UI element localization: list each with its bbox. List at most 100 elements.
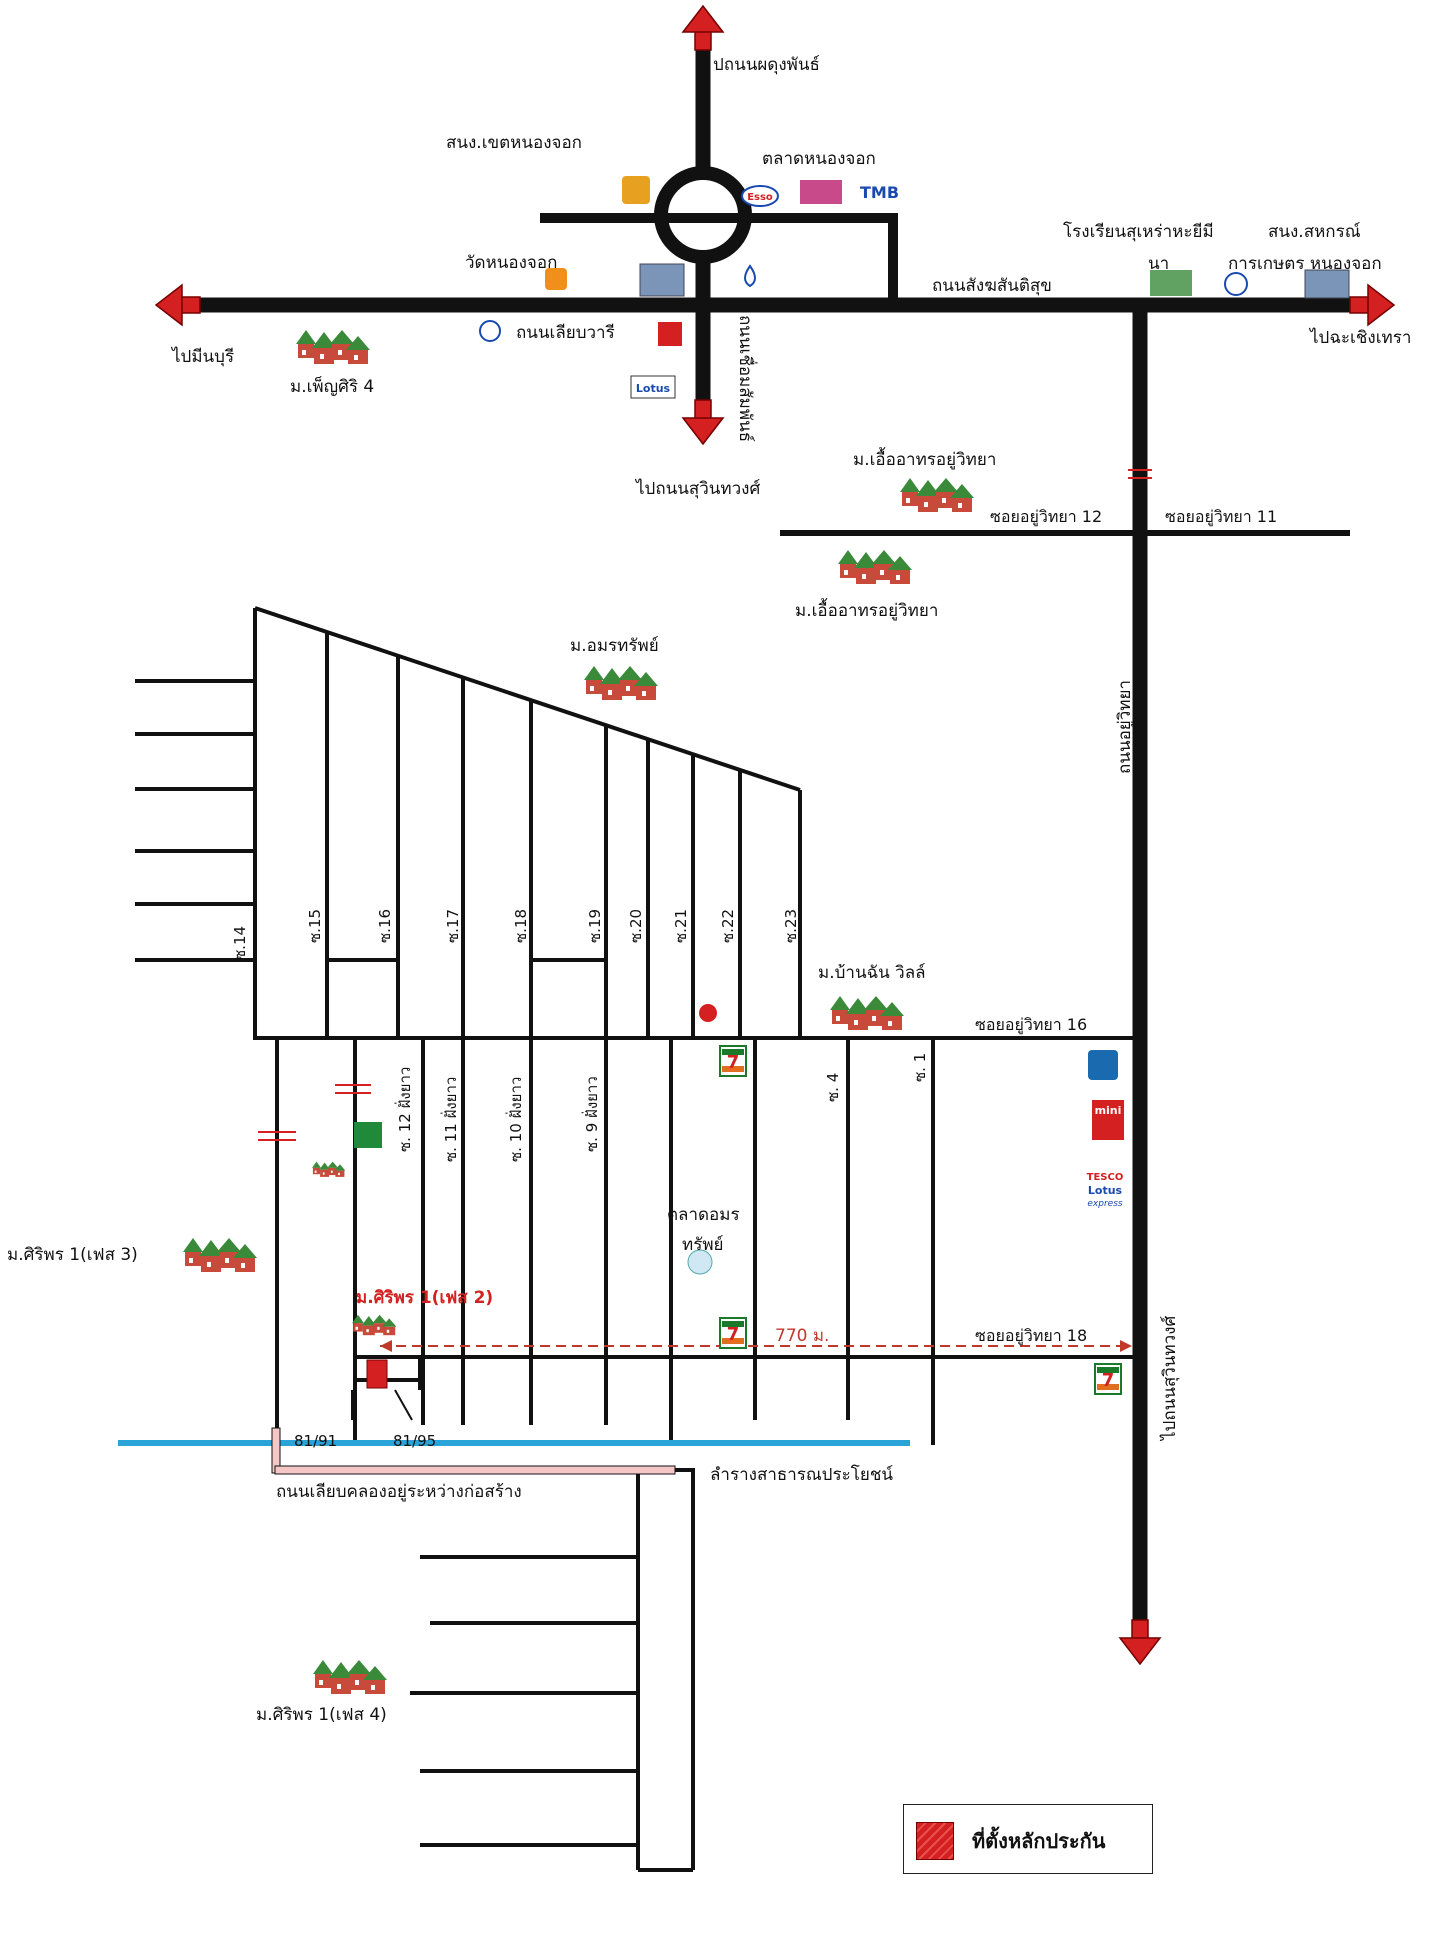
label-cross-vertical: ถนนเชื่อมสัมพันธ์: [735, 315, 758, 442]
label-yw16: ซอยอยู่วิทยา 16: [975, 1015, 1087, 1035]
coop-icon: [1224, 272, 1248, 296]
label-s23: ซ.23: [782, 909, 800, 943]
arrow-south: [682, 399, 724, 445]
pharmacy-icon: [1088, 1050, 1118, 1080]
coop-building-icon: [1304, 269, 1350, 299]
lotus-express-label: Lotus: [1088, 1184, 1123, 1197]
label-leab-wari: ถนนเลียบวารี: [516, 323, 615, 343]
label-uea-arthon1: ม.เอื้ออาทรอยู่วิทยา: [853, 447, 996, 470]
mini-c-icon: [1092, 1100, 1124, 1140]
label-west: ไปมีนบุรี: [170, 346, 234, 367]
label-house-a: 81/91: [294, 1432, 337, 1450]
tmb-label: TMB: [860, 183, 899, 202]
label-ban-chan-villa: ม.บ้านฉัน วิลล์: [818, 963, 926, 983]
village-ban-chan-icon: [830, 996, 904, 1030]
legend-swatch: [916, 1822, 954, 1860]
label-yu-witthaya: ถนนอยู่วิทยา: [1115, 680, 1135, 774]
secondary-roads: [540, 213, 898, 305]
label-coop2: การเกษตร หนองจอก: [1228, 254, 1382, 274]
label-s19: ซ.19: [586, 909, 604, 943]
express-label: express: [1087, 1199, 1123, 1209]
village-uea-arthon2-icon: [838, 550, 912, 584]
collateral-marker: [366, 1359, 388, 1389]
label-yw18: ซอยอยู่วิทยา 18: [975, 1326, 1087, 1346]
village-amorn-icon: [584, 666, 658, 700]
distance-arrow-right: [1120, 1340, 1132, 1352]
village-small-icon: [312, 1161, 346, 1177]
label-uea-arthon2: ม.เอื้ออาทรอยู่วิทยา: [795, 598, 938, 621]
label-na: นา: [1148, 254, 1169, 274]
label-east: ไปฉะเชิงเทรา: [1308, 327, 1411, 348]
label-s1: ซ. 1: [911, 1053, 929, 1082]
bridge-mark-a: [335, 1084, 371, 1094]
building-icon: [639, 263, 685, 297]
canal-road: [271, 1427, 695, 1870]
label-s16: ซ.16: [376, 909, 394, 943]
legend-label: ที่ตั้งหลักประกัน: [972, 1829, 1106, 1853]
label-wat: วัดหนองจอก: [465, 253, 557, 273]
label-south: ไปถนนสุวินทวงศ์: [634, 478, 760, 499]
arrow-west: [155, 284, 201, 326]
village-siriporn3-icon: [183, 1238, 257, 1272]
shop-icon-red: [658, 322, 682, 346]
label-canal: ลำรางสาธารณประโยชน์: [710, 1464, 893, 1485]
label-s22: ซ.22: [719, 909, 737, 943]
label-s21: ซ.21: [672, 909, 690, 943]
bridge-mark-b: [258, 1131, 296, 1141]
shell-icon: [699, 1004, 717, 1022]
label-s4: ซ. 4: [824, 1073, 842, 1102]
seven-eleven-icon-2: [719, 1317, 747, 1349]
west-spurs: [135, 679, 255, 962]
label-s9: ซ. 9 ฝั่งยาว: [581, 1076, 601, 1152]
arrow-east: [1349, 284, 1395, 326]
label-canal-road: ถนนเลียบคลองอยู่ระหว่างก่อสร้าง: [276, 1482, 522, 1502]
label-s15: ซ.15: [306, 909, 324, 943]
seven-eleven-icon-1: [719, 1045, 747, 1077]
label-district-office: สนง.เขตหนองจอก: [446, 133, 582, 153]
label-phensiri: ม.เพ็ญศิริ 4: [290, 375, 374, 397]
label-suwinthawong-south: ไปถนนสุวินทวงศ์: [1159, 1316, 1180, 1442]
village-siriporn2-icon: [352, 1314, 397, 1336]
label-school: โรงเรียนสุเหร่าหะยีมี: [1063, 221, 1214, 242]
distance-arrow-left: [380, 1340, 392, 1352]
label-siriporn4: ม.ศิริพร 1(เฟส 4): [256, 1705, 387, 1725]
lower-sois: [275, 1040, 1140, 1445]
arrow-south-east: [1119, 1619, 1161, 1665]
green-plot: [354, 1122, 382, 1148]
school-icon: [1150, 270, 1192, 296]
tesco-label: TESCO: [1087, 1172, 1124, 1183]
market-icon: [800, 180, 842, 204]
seven-eleven-icon-3: [1094, 1363, 1122, 1395]
label-house-b: 81/95: [393, 1432, 436, 1450]
label-talad-amorn2: ทรัพย์: [682, 1235, 724, 1255]
arrow-north: [682, 5, 724, 51]
bridge-mark: [1128, 469, 1152, 479]
village-uea-arthon1-icon: [900, 478, 974, 512]
south-spurs: [410, 1555, 693, 1872]
label-siriporn3: ม.ศิริพร 1(เฟส 3): [7, 1245, 138, 1265]
mini-label: mini: [1095, 1104, 1122, 1117]
label-s20: ซ.20: [627, 909, 645, 943]
wat-icon: [545, 268, 567, 290]
amorn-block: [253, 606, 1140, 1040]
label-s10: ซ. 10 ฝั่งยาว: [505, 1077, 525, 1162]
label-talad-amorn: ตลาดอมร: [667, 1205, 740, 1225]
label-s11: ซ. 11 ฝั่งยาว: [440, 1077, 460, 1162]
label-s14: ซ.14: [231, 926, 249, 960]
lotus-icon: [630, 375, 676, 399]
label-siriporn2: ม.ศิริพร 1(เฟส 2): [356, 1288, 493, 1308]
village-siriporn4-icon: [313, 1660, 387, 1694]
label-s18: ซ.18: [512, 909, 530, 943]
label-s17: ซ.17: [444, 909, 462, 943]
label-yw12: ซอยอยู่วิทยา 12: [990, 507, 1102, 527]
legend: ที่ตั้งหลักประกัน: [903, 1804, 1153, 1874]
village-phensiri-icon: [296, 330, 370, 364]
drop-icon: [744, 264, 756, 288]
bank-icon-a: [479, 320, 501, 342]
label-distance: 770 ม.: [775, 1326, 829, 1346]
lotus-label: Lotus: [636, 382, 671, 395]
label-north: ปถนนผดุงพันธ์: [713, 55, 820, 75]
esso-label: Esso: [747, 192, 773, 203]
label-s12: ซ. 12 ฝั่งยาว: [394, 1067, 414, 1152]
